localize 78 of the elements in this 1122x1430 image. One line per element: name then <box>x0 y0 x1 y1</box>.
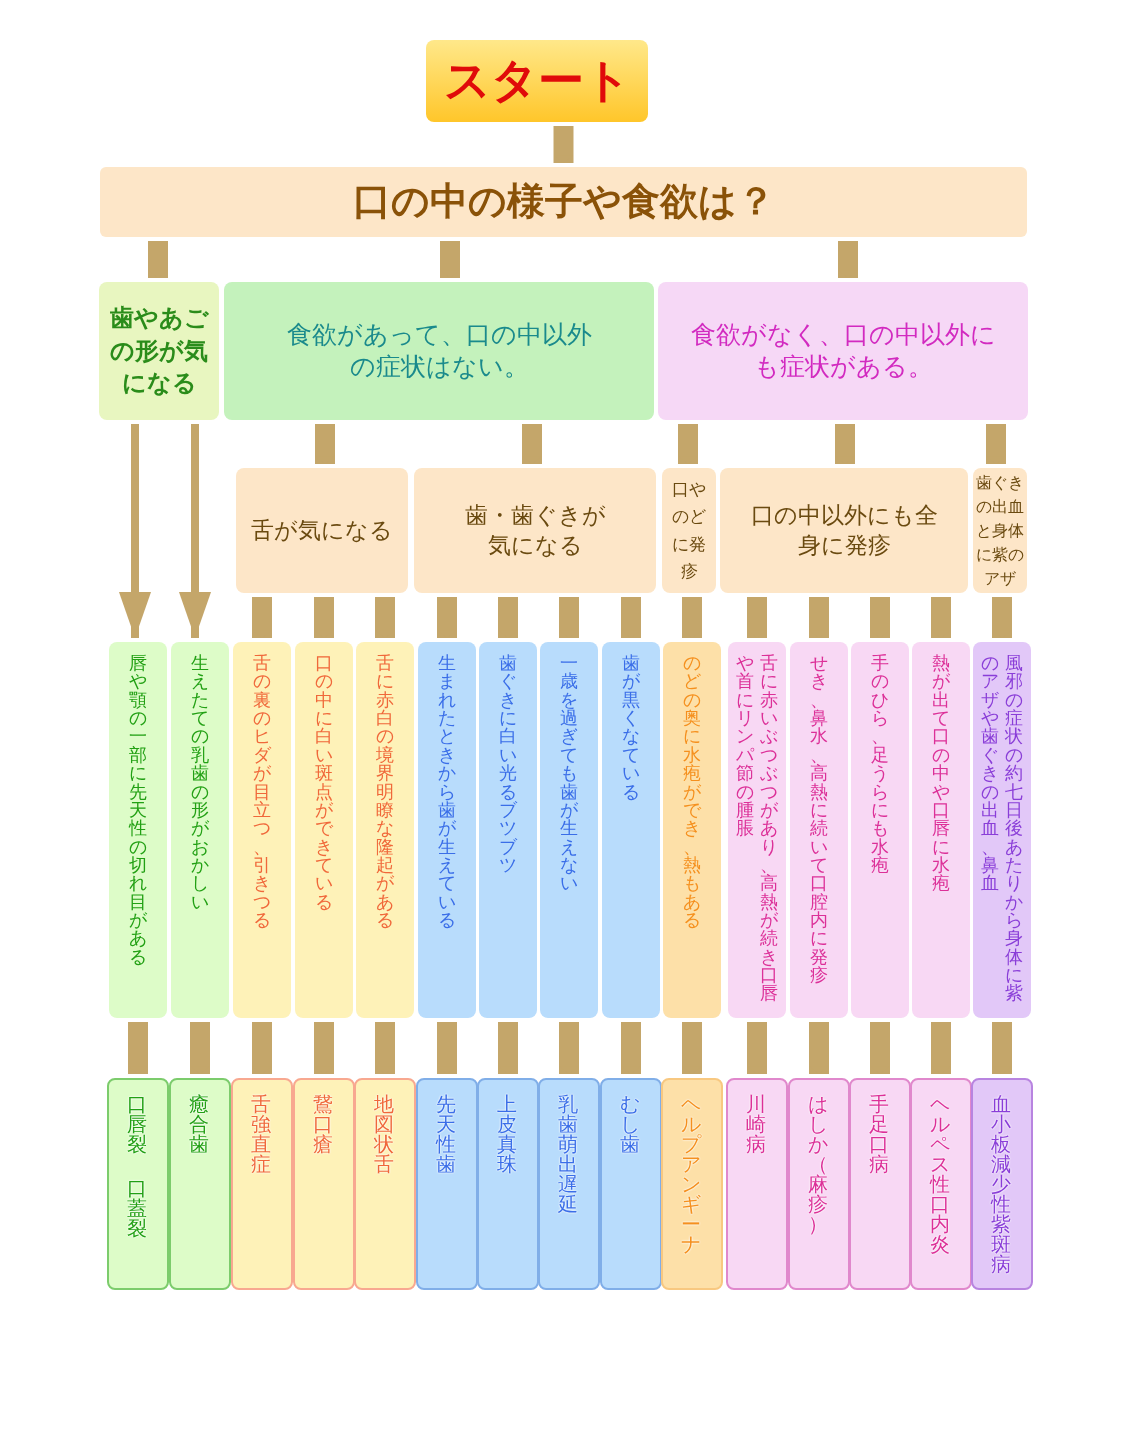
disease-box: はしか（麻疹） <box>788 1078 850 1290</box>
arrow <box>559 597 579 638</box>
arrow <box>498 597 518 638</box>
disease-box: 上皮真珠 <box>477 1078 539 1290</box>
disease-box: 乳歯萌出遅延 <box>538 1078 600 1290</box>
arrow <box>621 1022 641 1074</box>
arrow <box>375 1022 395 1074</box>
arrow <box>870 597 890 638</box>
arrow <box>252 597 272 638</box>
arrow <box>992 597 1012 638</box>
disease-box: ヘルプアンギーナ <box>661 1078 723 1290</box>
question-band: 口の中の様子や食欲は？ <box>100 167 1027 237</box>
symptom-box: 口の中に白い斑点ができている <box>295 642 353 1018</box>
arrow <box>498 1022 518 1074</box>
disease-box <box>107 1078 169 1290</box>
disease-box: ヘルペス性口内炎 <box>910 1078 972 1290</box>
symptom-box: 風邪の症状の約七日後あたりから身体に紫のアザや歯ぐきの出血、鼻血 <box>973 642 1031 1018</box>
arrow <box>838 241 858 278</box>
arrow <box>809 597 829 638</box>
arrow <box>809 1022 829 1074</box>
symptom-box: 生まれたときから歯が生えている <box>418 642 476 1018</box>
arrow <box>931 597 951 638</box>
arrow <box>522 424 542 464</box>
arrow <box>148 241 168 278</box>
symptom-box: 舌に赤いぶつぶつがあり、高熱が続き口唇や首にリンパ節の腫脹 <box>728 642 786 1018</box>
symptom-box: 歯が黒くなている <box>602 642 660 1018</box>
arrow <box>931 1022 951 1074</box>
category-box: 口やのどに発疹 <box>662 468 716 593</box>
symptom-box: 唇や顎の一部に先天性の切れ目がある <box>109 642 167 1018</box>
symptom-box: 舌の裏のヒダが目立つ、引きつる <box>233 642 291 1018</box>
disease-box: 癒合歯 <box>169 1078 231 1290</box>
arrow <box>190 1022 210 1074</box>
disease-name: 口蓋裂 <box>129 1178 147 1238</box>
category-box: 食欲があって、口の中以外の症状はない。 <box>224 282 654 420</box>
arrow <box>870 1022 890 1074</box>
symptom-box: 舌に赤白の境界明瞭な隆起がある <box>356 642 414 1018</box>
symptom-box: 熱が出て口の中や口唇に水疱 <box>912 642 970 1018</box>
category-box: 食欲がなく、口の中以外にも症状がある。 <box>658 282 1028 420</box>
arrow <box>747 597 767 638</box>
arrow <box>553 126 574 163</box>
symptom-box: 歯ぐきに白い光るブツブツ <box>479 642 537 1018</box>
arrow <box>437 1022 457 1074</box>
symptom-box: 一歳を過ぎても歯が生えない <box>540 642 598 1018</box>
arrow <box>682 597 702 638</box>
arrow <box>678 424 698 464</box>
arrow <box>252 1022 272 1074</box>
disease-box: 先天性歯 <box>416 1078 478 1290</box>
arrow <box>559 1022 579 1074</box>
start-box: スタート <box>426 40 648 122</box>
disease-box: 舌強直症 <box>231 1078 293 1290</box>
arrow <box>315 424 335 464</box>
arrow <box>437 597 457 638</box>
disease-box: 地図状舌 <box>354 1078 416 1290</box>
arrow <box>986 424 1006 464</box>
arrow <box>314 597 334 638</box>
disease-name: 口唇裂 <box>129 1094 147 1154</box>
symptom-box: 生えたての乳歯の形がおかしい <box>171 642 229 1018</box>
category-box: 口の中以外にも全身に発疹 <box>720 468 968 593</box>
disease-box: むし歯 <box>600 1078 662 1290</box>
disease-box: 血小板減少性紫斑病 <box>971 1078 1033 1290</box>
symptom-box: せき、鼻水、高熱に続いて口腔内に発疹 <box>790 642 848 1018</box>
arrow <box>682 1022 702 1074</box>
category-box: 歯やあごの形が気になる <box>99 282 219 420</box>
symptom-box: 手のひら、足うらにも水疱 <box>851 642 909 1018</box>
arrow <box>835 424 855 464</box>
category-box: 舌が気になる <box>236 468 408 593</box>
arrow <box>128 1022 148 1074</box>
arrow <box>375 597 395 638</box>
disease-box: 鵞口瘡 <box>293 1078 355 1290</box>
category-box: 歯ぐきの出血と身体に紫のアザ <box>973 468 1027 593</box>
arrow <box>621 597 641 638</box>
symptom-box: のどの奥に水疱ができ、熱もある <box>663 642 721 1018</box>
arrow <box>747 1022 767 1074</box>
arrow <box>314 1022 334 1074</box>
disease-box: 手足口病 <box>849 1078 911 1290</box>
arrow <box>440 241 460 278</box>
category-box: 歯・歯ぐきが気になる <box>414 468 656 593</box>
disease-box: 川崎病 <box>726 1078 788 1290</box>
